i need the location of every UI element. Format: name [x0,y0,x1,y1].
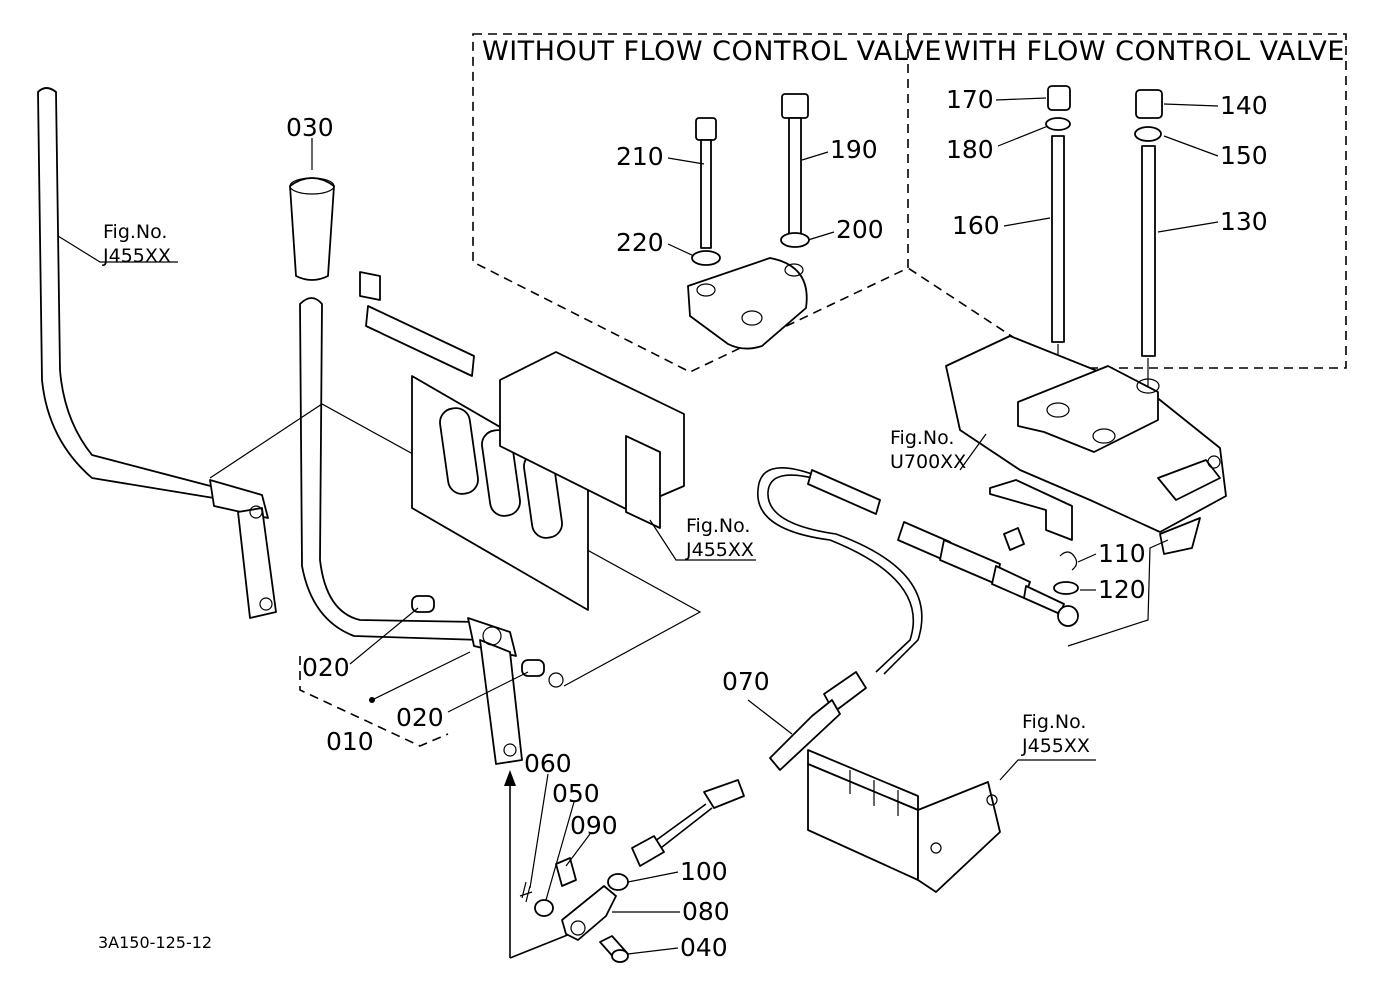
leader-020-a [349,607,419,665]
fig3-code: U700XX [890,451,966,473]
diagram-code: 3A150-125-12 [98,933,212,952]
label-120: 120 [1098,575,1146,604]
label-170: 170 [946,85,994,114]
label-020-b: 020 [396,703,444,732]
leader-fig2 [649,519,756,561]
stud-160-drawing [1051,135,1065,343]
leader-110 [1077,553,1097,563]
leader-010-dot [369,697,375,703]
fig4-title: Fig.No. [1022,711,1086,733]
leader-fig1 [57,235,178,263]
control-cable-drawing [631,466,1079,867]
leader-060 [529,773,549,889]
clip-090-drawing [555,857,577,887]
washer-150-drawing [1134,126,1162,142]
label-130: 130 [1220,207,1268,236]
leader-070 [747,699,793,735]
pin-110-drawing [1059,551,1078,571]
bolt-210-drawing [691,117,721,266]
fig3-title: Fig.No. [890,427,954,449]
label-160: 160 [952,211,1000,240]
control-lever-drawing [299,297,564,765]
label-020-a: 020 [302,653,350,682]
leader-130 [1157,221,1219,233]
leader-210 [667,157,705,165]
bracket-110-120 [1067,539,1169,647]
label-050: 050 [552,779,600,808]
label-220: 220 [616,228,664,257]
pin-040-drawing [599,935,629,963]
fig4-code: J455XX [1021,735,1090,757]
leader-220 [667,243,695,257]
lever-knob-drawing [289,177,335,281]
label-110: 110 [1098,539,1146,568]
clevis-080-drawing [561,885,617,941]
nut-140-drawing [1135,89,1163,119]
bracket-010 [299,656,449,747]
guide-plate-drawing [209,271,702,687]
label-200: 200 [836,215,884,244]
label-030: 030 [286,113,334,142]
label-040: 040 [680,933,728,962]
leader-020-b [447,671,529,713]
leader-200 [807,231,835,241]
leader-050 [545,801,575,901]
fig2-code: J455XX [685,539,754,561]
option-box-with-flow-control [907,33,1347,369]
header-without-flow-control: WITHOUT FLOW CONTROL VALVE [482,36,942,67]
fig2-title: Fig.No. [686,515,750,537]
bolt-190-drawing [780,93,810,248]
control-valve-drawing [945,335,1227,555]
label-150: 150 [1220,141,1268,170]
label-080: 080 [682,897,730,926]
hydraulic-lever-drawing [37,87,277,619]
label-070: 070 [722,667,770,696]
label-190: 190 [830,135,878,164]
washer-050-drawing [534,899,554,917]
fig1-title: Fig.No. [103,221,167,243]
option-box-without-flow-control [472,33,909,373]
label-180: 180 [946,135,994,164]
label-140: 140 [1220,91,1268,120]
leader-010 [371,651,471,701]
label-090: 090 [570,811,618,840]
leader-190 [801,151,829,161]
leader-040 [627,947,679,955]
cover-plate-drawing [687,257,808,350]
leader-150 [1163,135,1219,157]
cable-bracket-drawing [807,749,1001,893]
leader-160 [1003,217,1051,227]
arrow-head [504,770,516,786]
label-060: 060 [524,749,572,778]
leader-090 [565,833,591,867]
nut-100-drawing [607,873,629,891]
nut-170-drawing [1047,85,1071,111]
stud-130-drawing [1141,145,1156,357]
header-with-flow-control: WITH FLOW CONTROL VALVE [944,36,1345,67]
leader-fig3 [959,433,987,471]
fig1-code: J455XX [102,245,171,267]
washer-120-drawing [1053,581,1079,595]
cotter-060-drawing [519,881,533,903]
label-210: 210 [616,142,664,171]
leader-170 [995,97,1047,101]
leader-140 [1163,103,1219,107]
leader-fig4 [999,759,1096,781]
leader-100 [627,871,679,883]
label-100: 100 [680,857,728,886]
washer-180-drawing [1045,117,1071,131]
leader-180 [997,125,1049,147]
label-010: 010 [326,727,374,756]
